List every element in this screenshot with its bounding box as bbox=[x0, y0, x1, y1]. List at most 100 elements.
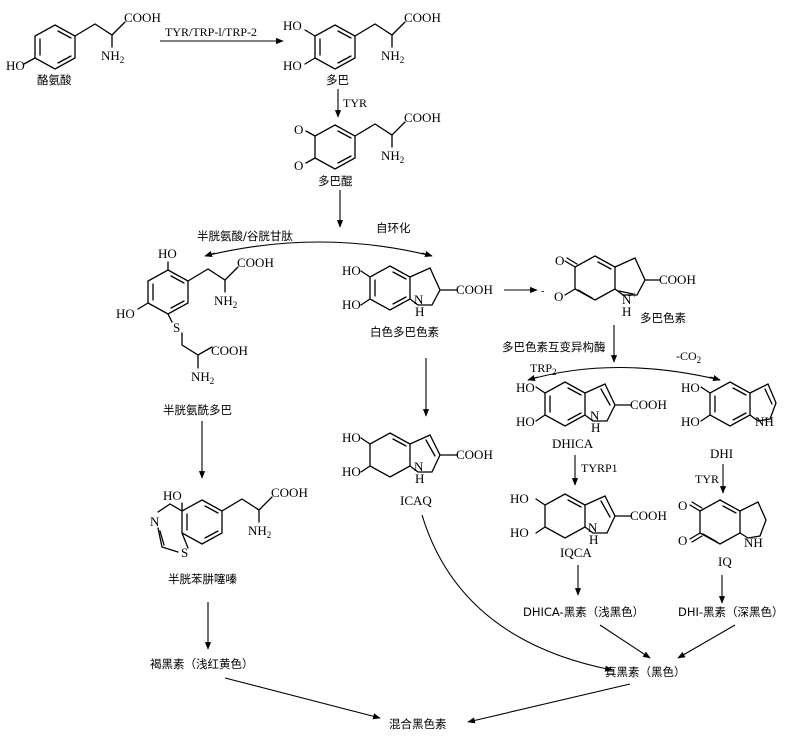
leucodopachrome-n: N bbox=[414, 292, 424, 307]
iq-structure: O O NH bbox=[678, 498, 767, 550]
branch-arrow-dhica bbox=[527, 375, 539, 381]
dopa-cooh: COOH bbox=[404, 10, 441, 25]
branch-curve bbox=[204, 241, 433, 257]
icaq-ho-bottom: HO bbox=[342, 464, 361, 479]
dopa-structure: HO HO COOH NH2 bbox=[283, 10, 441, 73]
arrow-dhica-melanin-to-eumelanin bbox=[599, 624, 651, 659]
branch-arrow-dhi bbox=[709, 375, 721, 381]
benzothiazine-n: N bbox=[150, 514, 160, 529]
iq-o-top: O bbox=[678, 498, 687, 513]
dopachrome-o-top: O bbox=[555, 253, 564, 268]
iq-o-bottom: O bbox=[678, 533, 687, 548]
iq-nh: NH bbox=[744, 535, 763, 550]
dhica-ho-bottom: HO bbox=[516, 414, 535, 429]
dopa-ho-bottom: HO bbox=[283, 58, 302, 73]
dhica-h: H bbox=[591, 420, 600, 435]
iqca-ho-top: HO bbox=[510, 491, 529, 506]
arrow-pheomelanin-to-mixed bbox=[224, 677, 381, 720]
tyrosine-cooh-label: COOH bbox=[124, 10, 161, 25]
dopaquinone-o-bottom: O bbox=[294, 158, 303, 173]
iqca-structure: HO HO COOH N H bbox=[510, 491, 667, 547]
benzothiazine-structure: HO N S COOH NH2 bbox=[150, 485, 308, 560]
branch-curve-dhica-dhi bbox=[527, 367, 721, 381]
icaq-structure: HO HO COOH N H bbox=[342, 430, 493, 486]
iqca-name: IQCA bbox=[560, 545, 592, 560]
tyrosine-ho-label: HO bbox=[6, 58, 25, 73]
dhi-name: DHI bbox=[710, 446, 733, 461]
arrow-icaq-to-eumelanin bbox=[421, 514, 613, 672]
enzyme-tautomerase: 多巴色素互变异构酶 bbox=[502, 340, 606, 354]
leucodopachrome-cooh: COOH bbox=[456, 282, 493, 297]
dopa-ho-top: HO bbox=[283, 18, 302, 33]
tyrosine-name: 酪氨酸 bbox=[37, 73, 72, 87]
enzyme-trp2: TRP2 bbox=[530, 361, 557, 377]
icaq-h: H bbox=[415, 471, 424, 486]
icaq-cooh: COOH bbox=[456, 447, 493, 462]
dopaquinone-nh2: NH2 bbox=[381, 148, 404, 165]
dhica-n: N bbox=[590, 408, 600, 423]
enzyme-cysteine-glutathione: 半胱氨酸/谷胱甘肽 bbox=[197, 229, 293, 243]
cysteinyldopa-cooh-2: COOH bbox=[211, 343, 248, 358]
dopachrome-o-minus: - bbox=[541, 286, 544, 297]
tyrosine-structure: HO COOH NH2 bbox=[6, 10, 161, 73]
leucodopachrome-name: 白色多巴色素 bbox=[370, 325, 439, 339]
dopa-nh2: NH2 bbox=[381, 48, 404, 65]
enzyme-decarboxylation: -CO2 bbox=[676, 349, 701, 365]
cysteinyldopa-cooh: COOH bbox=[237, 255, 274, 270]
dhica-name: DHICA bbox=[552, 436, 594, 451]
tyrosine-nh2-label: NH2 bbox=[101, 48, 124, 65]
cysteinyldopa-nh2-2: NH2 bbox=[191, 369, 214, 386]
dopaquinone-cooh: COOH bbox=[404, 110, 441, 125]
cysteinyldopa-s: S bbox=[173, 320, 180, 335]
dhica-melanin-label: DHICA-黑素（浅黑色） bbox=[523, 605, 644, 619]
iqca-h: H bbox=[589, 532, 598, 547]
dopachrome-o-bottom: O bbox=[554, 289, 563, 304]
dopaquinone-structure: O O COOH NH2 bbox=[294, 110, 441, 173]
dopaquinone-o-top: O bbox=[294, 122, 303, 137]
branch-arrow-right bbox=[421, 251, 433, 257]
eumelanin-label: 真黑素（黑色） bbox=[605, 665, 686, 679]
iq-name: IQ bbox=[718, 554, 732, 569]
pheomelanin-label: 褐黑素（浅红黄色） bbox=[150, 657, 254, 671]
cysteinyldopa-ho-bottom: HO bbox=[116, 306, 135, 321]
dhica-structure: HO HO COOH N H bbox=[516, 380, 667, 435]
dopachrome-structure: O O - COOH N + H bbox=[541, 253, 696, 319]
dopaquinone-name: 多巴醌 bbox=[318, 174, 353, 188]
leucodopachrome-structure: HO HO COOH N H bbox=[342, 263, 493, 319]
dopachrome-h: H bbox=[622, 304, 631, 319]
dhi-nh: NH bbox=[755, 414, 774, 429]
enzyme-tyr-2: TYR bbox=[343, 96, 367, 110]
dhi-ho-bottom: HO bbox=[681, 414, 700, 429]
benzothiazine-s: S bbox=[181, 545, 188, 560]
cysteinyldopa-ho-top: HO bbox=[158, 246, 177, 261]
arrow-eumelanin-to-mixed bbox=[467, 683, 631, 724]
benzothiazine-nh2: NH2 bbox=[248, 523, 271, 540]
benzothiazine-cooh: COOH bbox=[271, 485, 308, 500]
dhi-melanin-label: DHI-黑素（深黑色） bbox=[678, 605, 784, 619]
dhica-cooh: COOH bbox=[630, 397, 667, 412]
enzyme-tyrp1: TYRP1 bbox=[581, 461, 618, 475]
leucodopachrome-ho-bottom: HO bbox=[342, 297, 361, 312]
cysteinyldopa-name: 半胱氨酰多巴 bbox=[163, 403, 232, 417]
arrow-dhi-melanin-to-eumelanin bbox=[677, 624, 736, 659]
dopa-name: 多巴 bbox=[326, 73, 349, 87]
enzyme-tyr-dhi: TYR bbox=[695, 472, 719, 486]
iqca-cooh: COOH bbox=[630, 508, 667, 523]
icaq-n: N bbox=[414, 459, 424, 474]
dopachrome-n: N bbox=[622, 292, 632, 307]
dhi-structure: HO HO NH bbox=[681, 380, 777, 429]
icaq-name: ICAQ bbox=[400, 493, 432, 508]
leucodopachrome-h: H bbox=[415, 304, 424, 319]
iqca-n: N bbox=[588, 520, 598, 535]
dopachrome-n-plus: + bbox=[632, 290, 637, 300]
dopachrome-cooh: COOH bbox=[659, 272, 696, 287]
dhica-ho-top: HO bbox=[516, 380, 535, 395]
leucodopachrome-ho-top: HO bbox=[342, 263, 361, 278]
icaq-ho-top: HO bbox=[342, 430, 361, 445]
branch-arrow-left bbox=[204, 251, 216, 257]
iqca-ho-bottom: HO bbox=[510, 525, 529, 540]
benzothiazine-name: 半胱苯肼噻嗪 bbox=[168, 572, 237, 586]
benzothiazine-ho: HO bbox=[163, 488, 182, 503]
enzyme-tyr-trp1-trp2: TYR/TRP-l/TRP-2 bbox=[165, 25, 257, 39]
dhi-ho-top: HO bbox=[681, 380, 700, 395]
